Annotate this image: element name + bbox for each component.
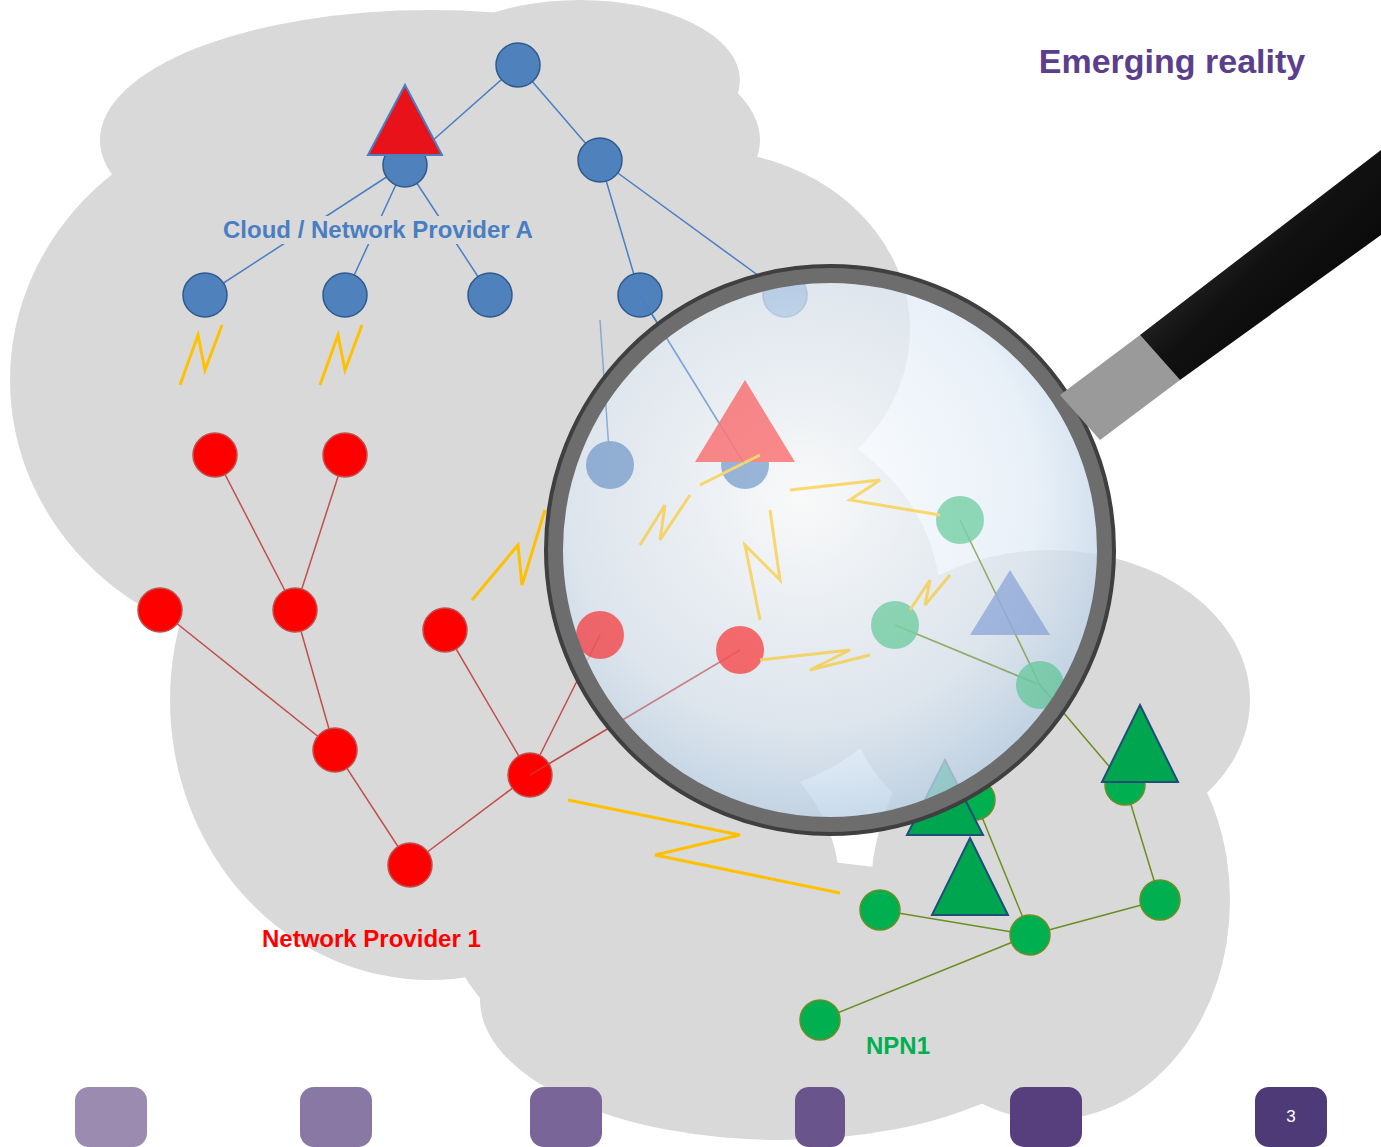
red-triangle [368,85,442,155]
magnifier-handle [1140,150,1381,380]
footer-square [75,1087,1327,1147]
page-number: 3 [1286,1107,1295,1127]
slide-title: Emerging reality [1039,42,1305,81]
cloud-region [10,0,1250,1140]
magnifier-rim [555,275,1105,825]
provider-label: Cloud / Network Provider A [220,216,536,244]
red-nodes [138,433,552,887]
magnifier-lens [555,275,1105,825]
magnifier-rim [546,266,1114,834]
blue-nodes [183,43,807,317]
provider-label: Network Provider 1 [262,925,481,953]
network-label: NPN1 [866,1032,930,1060]
